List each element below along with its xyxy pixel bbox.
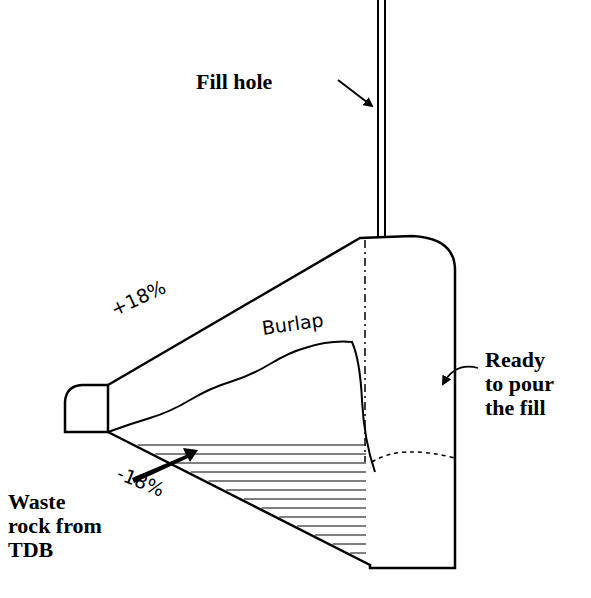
hatch-line [226,490,366,491]
note-label: Ready to pour the fill [485,348,567,421]
grade-label: +18% [108,267,189,320]
material-label: Burlap [261,306,353,339]
fill-level-line [372,452,455,462]
hatch-line [262,508,366,509]
hatch-line [297,526,366,527]
material-label: Waste rock from TDB [8,490,112,563]
leader-arrow [443,367,478,384]
hatch-line [191,472,366,473]
burlap-curtain [108,342,375,472]
fill-hole-pipe [377,0,379,238]
hatch-line [279,517,366,518]
drift-portal [65,385,108,432]
pipe-label: Fill hole [196,70,316,94]
leader-arrow [338,80,372,106]
hatch-line [209,481,367,482]
hatch-line [244,499,366,500]
hatch-line [350,553,366,554]
hatch-line [333,544,367,545]
hatch-line [315,535,366,536]
hatch-line [138,445,366,446]
fill-hole-pipe [384,0,386,238]
hatch-line [173,463,366,464]
stope-outline [108,236,455,568]
